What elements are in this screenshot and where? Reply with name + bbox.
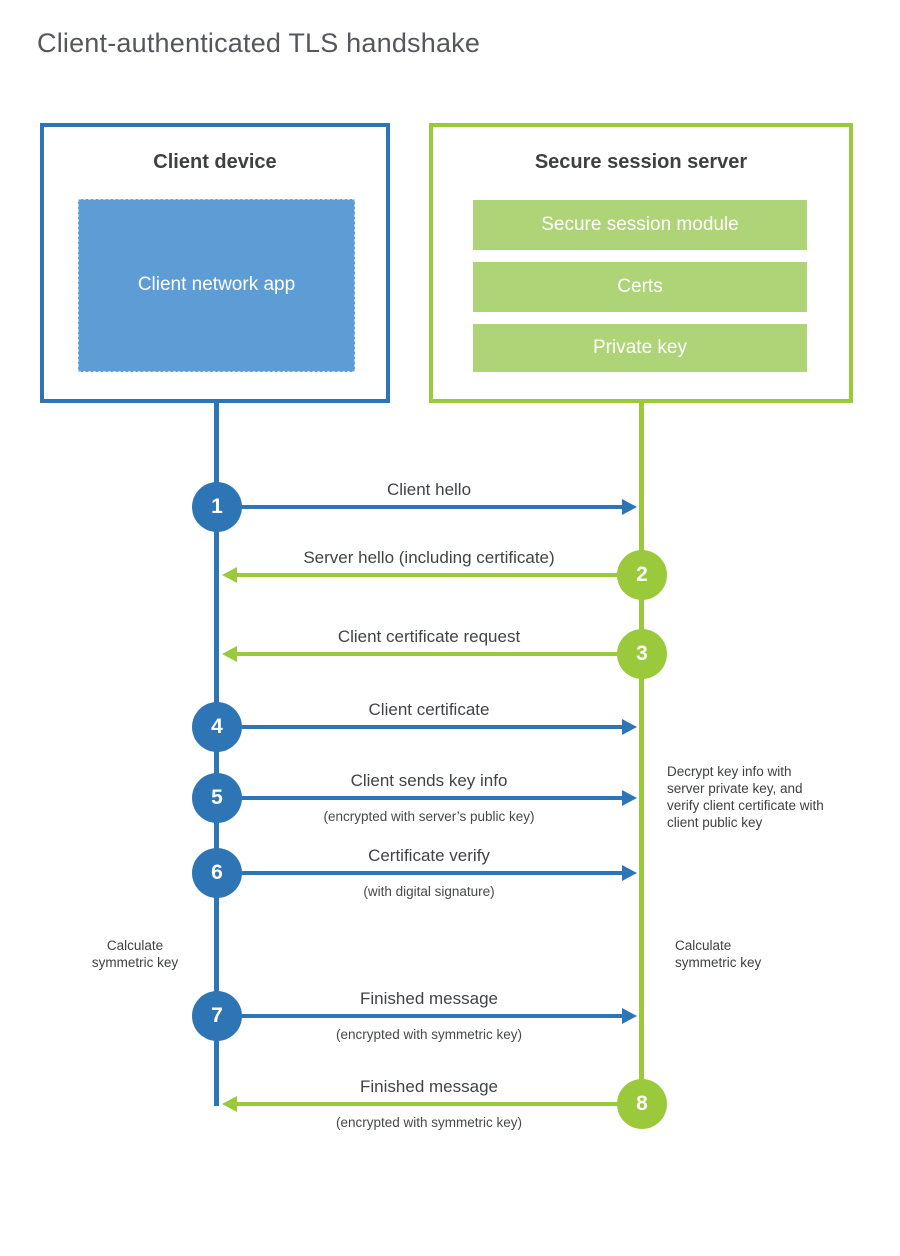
server-module-bar: Secure session module xyxy=(473,200,807,250)
step-circle-8: 8 xyxy=(617,1079,667,1129)
step-sublabel-5: (encrypted with server’s public key) xyxy=(323,809,535,824)
client-network-app-label: Client network app xyxy=(137,274,296,296)
step-label-2: Server hello (including certificate) xyxy=(303,548,555,567)
step-arrow-8-left xyxy=(222,1096,617,1112)
step-arrow-7-right xyxy=(242,1008,637,1024)
secure-session-server-title: Secure session server xyxy=(534,151,748,173)
server-module-bar: Private key xyxy=(473,324,807,372)
step-circle-7: 7 xyxy=(192,991,242,1041)
step-arrow-2-left xyxy=(222,567,617,583)
step-sublabel-7: (encrypted with symmetric key) xyxy=(335,1027,523,1042)
note-calculate-symmetric-key-client: Calculate symmetric key xyxy=(91,938,179,970)
note-calculate-symmetric-key-server: Calculate symmetric key xyxy=(675,938,762,970)
step-arrow-5-right xyxy=(242,790,637,806)
step-label-6: Certificate verify xyxy=(368,846,490,865)
step-circle-2: 2 xyxy=(617,550,667,600)
page-title: Client-authenticated TLS handshake xyxy=(37,28,481,58)
step-sublabel-6: (with digital signature) xyxy=(363,884,495,899)
client-device-title: Client device xyxy=(153,151,277,173)
step-label-7: Finished message xyxy=(360,989,498,1008)
client-lifeline xyxy=(214,403,219,1106)
step-label-5: Client sends key info xyxy=(350,771,508,790)
step-label-4: Client certificate xyxy=(368,700,490,719)
step-arrow-3-left xyxy=(222,646,617,662)
step-label-8: Finished message xyxy=(360,1077,498,1096)
step-arrow-6-right xyxy=(242,865,637,881)
step-label-1: Client hello xyxy=(386,480,472,499)
step-arrow-1-right xyxy=(242,499,637,515)
note-decrypt-key-info: Decrypt key info with server private key… xyxy=(667,764,824,830)
step-label-3: Client certificate request xyxy=(337,627,521,646)
step-circle-4: 4 xyxy=(192,702,242,752)
client-network-app-box: Client network app xyxy=(78,199,355,372)
step-circle-6: 6 xyxy=(192,848,242,898)
step-circle-3: 3 xyxy=(617,629,667,679)
step-arrow-4-right xyxy=(242,719,637,735)
server-lifeline xyxy=(639,403,644,1104)
server-module-bar: Certs xyxy=(473,262,807,312)
step-sublabel-8: (encrypted with symmetric key) xyxy=(335,1115,523,1130)
step-circle-1: 1 xyxy=(192,482,242,532)
step-circle-5: 5 xyxy=(192,773,242,823)
